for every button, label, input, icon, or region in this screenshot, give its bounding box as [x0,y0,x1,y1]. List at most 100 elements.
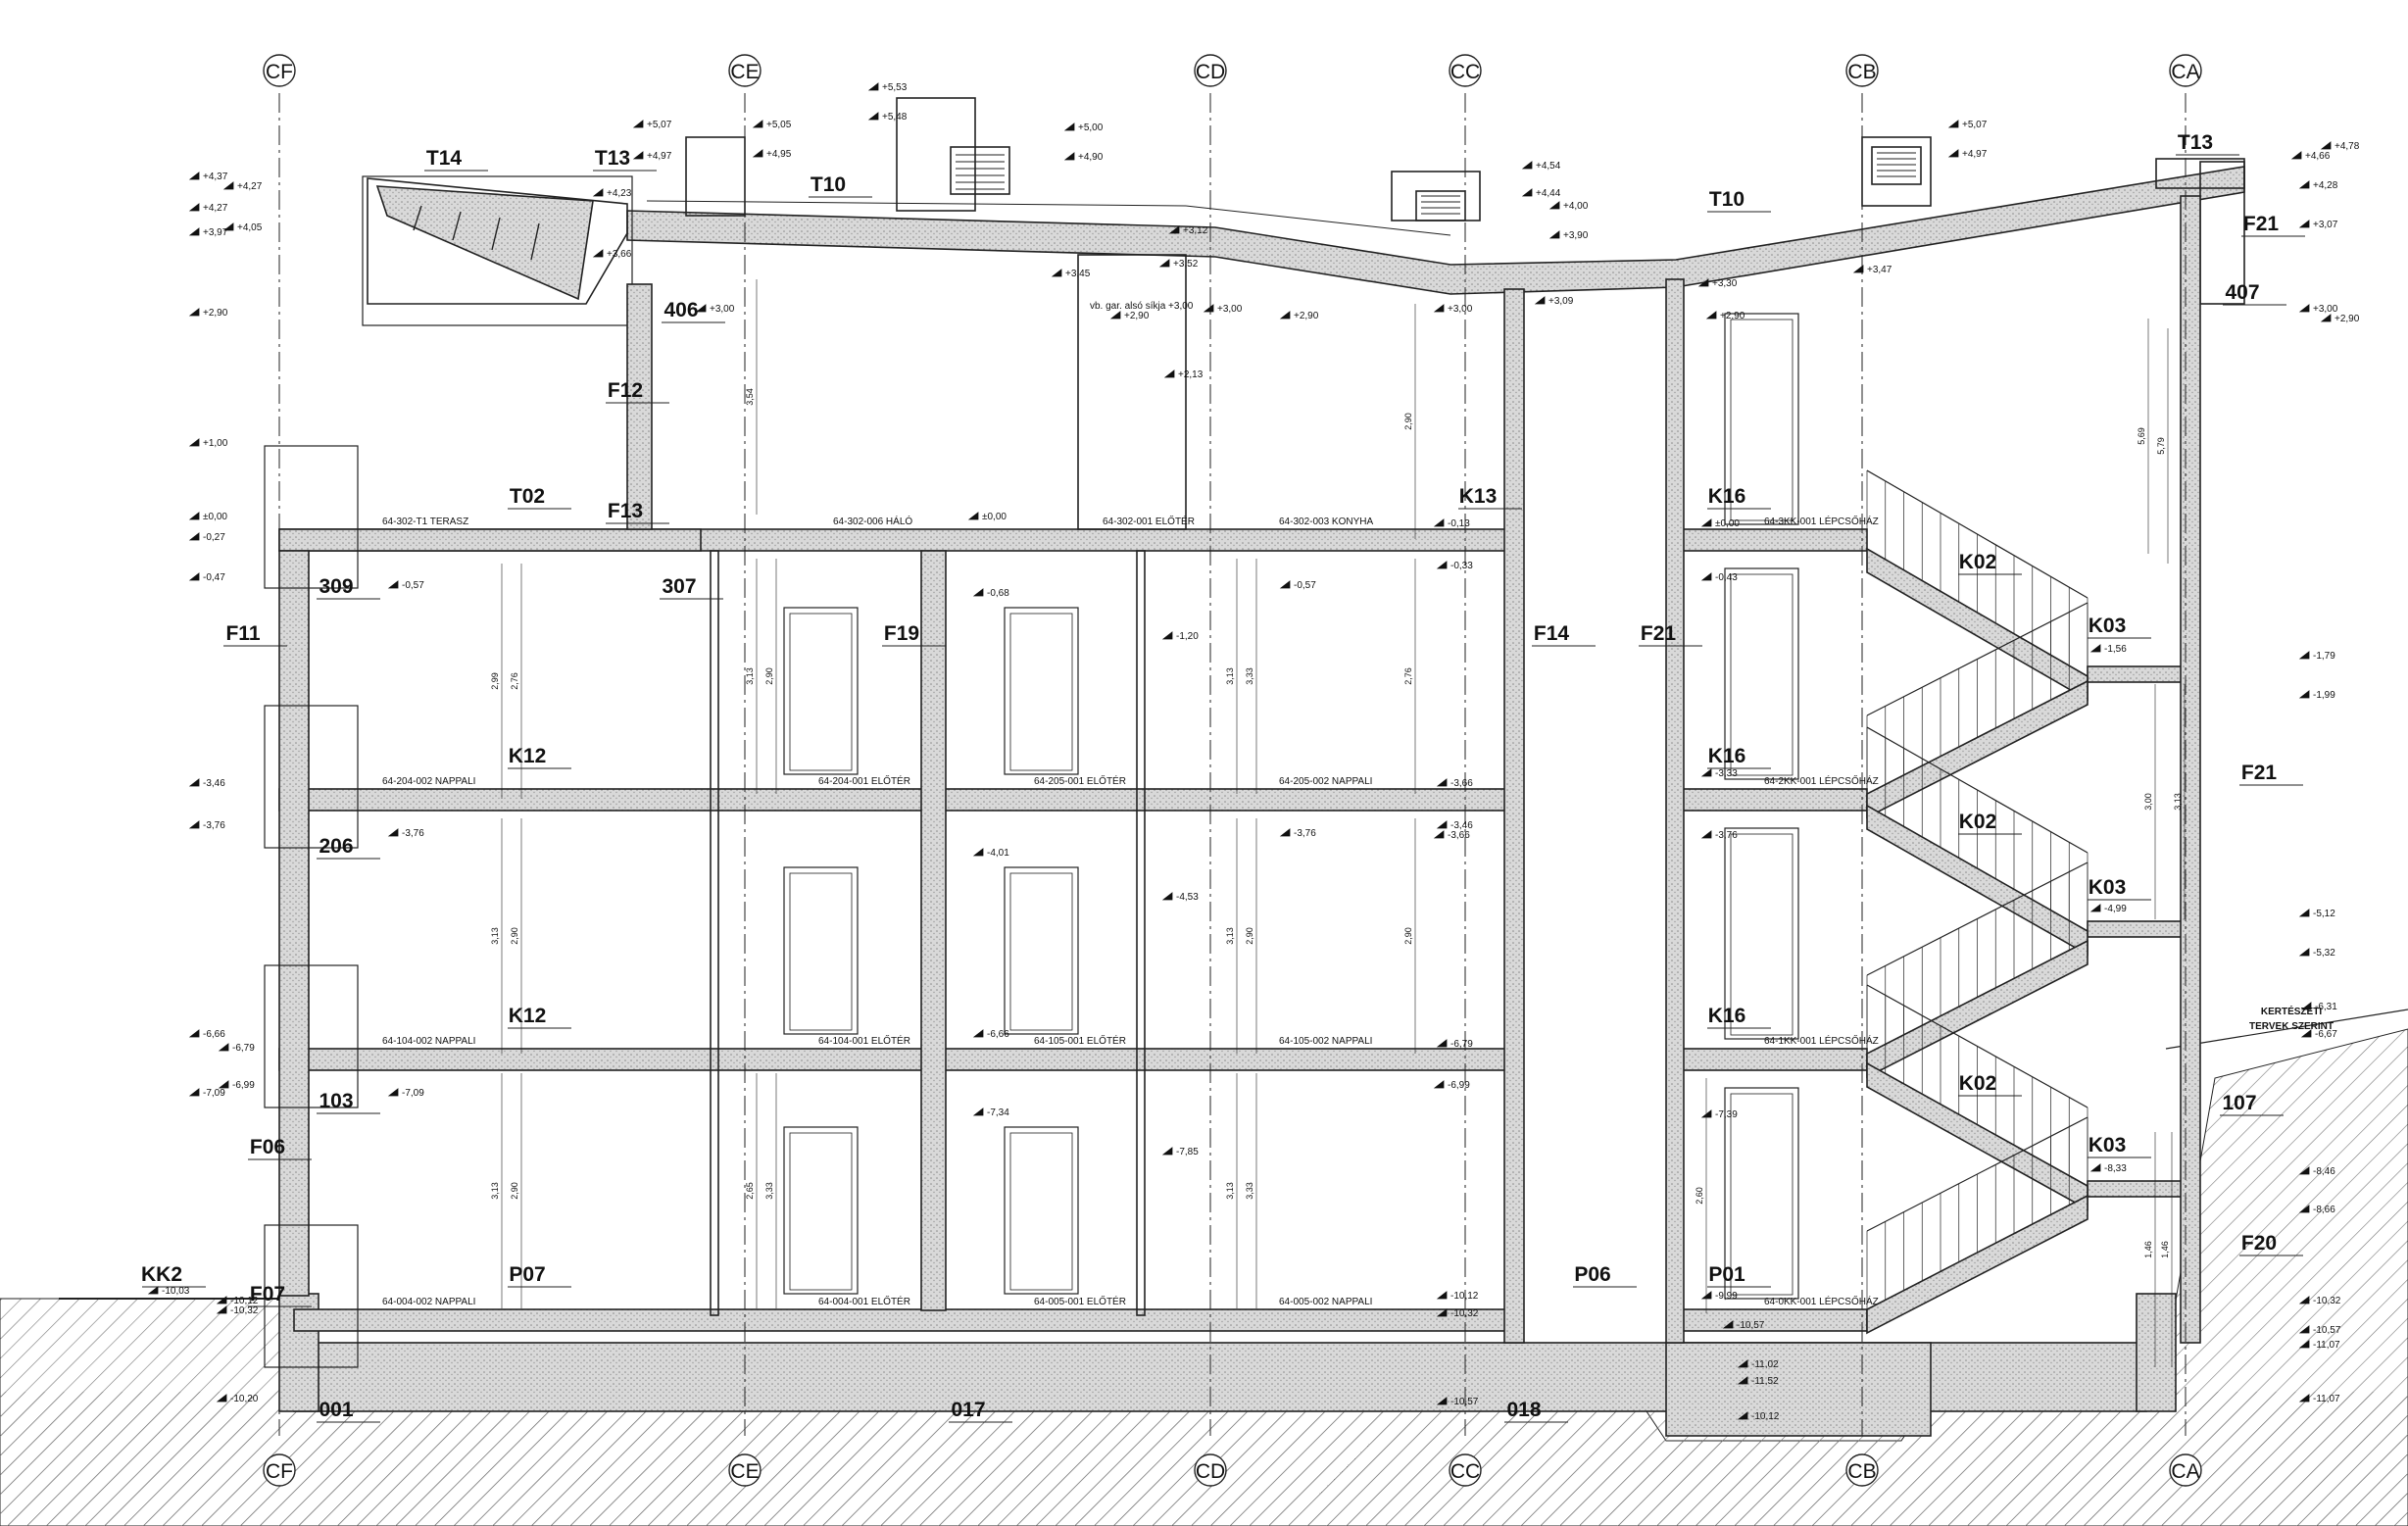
level-marker [2298,304,2310,313]
level-marker [2298,1296,2310,1304]
element-tag: K13 [1459,485,1498,508]
room-label: 64-3KK-001 LÉPCSŐHÁZ [1764,514,1879,527]
canopy-rib [491,217,501,251]
grid-axis-label-top: CE [730,61,759,83]
level-annotation: +4,97 [647,151,672,162]
level-annotation: -11,52 [1751,1376,1779,1387]
grid-axis-label-bottom: CC [1450,1460,1480,1483]
grid-axis-label-bottom: CD [1196,1460,1225,1483]
door-frame [1730,1093,1794,1296]
element-tag: F20 [2241,1232,2277,1255]
level-marker [2298,948,2310,957]
level-marker [967,512,979,520]
level-annotation: -6,79 [1450,1039,1473,1050]
window-frame [264,705,359,849]
element-tag: K03 [2089,1134,2127,1157]
level-marker [188,227,200,236]
level-annotation: -1,99 [2313,690,2335,701]
landing-slab [1680,528,1868,552]
wall-middle [1503,288,1525,1344]
stair-door [1724,827,1799,1040]
room-label: 64-005-002 NAPPALI [1279,1297,1372,1307]
level-marker [1700,1291,1712,1300]
floor-slab [278,788,1520,812]
element-tag: 107 [2222,1092,2256,1114]
level-annotation: ±0,00 [203,512,227,522]
level-marker [752,149,763,158]
level-marker [218,1043,229,1052]
level-marker [2298,1205,2310,1213]
level-annotation: +2,90 [1294,311,1319,321]
level-annotation: +4,95 [766,149,792,160]
level-marker [1436,1291,1448,1300]
element-tag: F14 [1534,622,1570,645]
grid-axis-bubble [2169,54,2202,87]
landing-slab [2087,665,2187,683]
grid-axis-bubble [1845,54,1879,87]
door-frame [1730,833,1794,1036]
level-annotation: +3,90 [1563,230,1589,241]
level-annotation: -7,09 [402,1088,424,1099]
annotation-note: KERTÉSZETI [2261,1005,2322,1017]
level-marker [1436,1039,1448,1048]
door-frame [1009,872,1073,1031]
dimension-text: 2,99 [490,672,500,690]
landing-slab [1680,1308,1868,1332]
element-tag: F12 [608,379,643,402]
element-tag: K02 [1959,551,1997,573]
level-annotation: -10,12 [1450,1291,1479,1302]
level-marker [1433,304,1445,313]
level-annotation: -6,31 [2315,1002,2337,1012]
door [783,607,859,775]
landing-slab [1680,788,1868,812]
level-annotation: +2,90 [1124,311,1150,321]
level-annotation: -7,09 [203,1088,225,1099]
roof-outline [646,200,1187,207]
dimension-text: 2,60 [1695,1187,1704,1205]
level-annotation: -5,32 [2313,948,2335,959]
level-marker [1697,278,1709,287]
level-marker [188,1029,200,1038]
facade-wall-east [2180,195,2201,1344]
level-annotation: -10,20 [230,1394,259,1404]
level-annotation: -6,99 [1448,1080,1470,1091]
landing-slab [2087,920,2187,938]
level-marker [1051,269,1062,277]
door-frame [1009,1132,1073,1291]
level-annotation: +4,00 [1563,201,1589,212]
level-annotation: +3,12 [1183,225,1208,236]
canopy-structure [375,185,594,301]
grid-axis-label-top: CB [1847,61,1876,83]
element-tag: K03 [2089,876,2127,899]
element-tag: T13 [595,147,630,170]
room-label: 64-004-002 NAPPALI [382,1297,475,1307]
level-annotation: -1,56 [2104,644,2127,655]
canopy-rib [452,211,462,241]
level-annotation: -3,76 [1294,828,1316,839]
level-annotation: -0,43 [1715,572,1738,583]
dimension-text: 2,90 [1403,413,1413,430]
level-annotation: +4,97 [1962,149,1988,160]
partition [710,550,719,1316]
level-marker [1158,259,1170,268]
level-annotation: +4,37 [203,172,228,182]
dimension-text: 5,69 [2137,427,2146,445]
level-marker [1433,1080,1445,1089]
level-annotation: +4,23 [607,188,632,199]
grid-axis-bubble [1845,1453,1879,1487]
level-marker [1534,296,1546,305]
dimension-text: 3,13 [2173,793,2183,811]
element-tag: 206 [319,835,353,858]
level-marker [1700,1109,1712,1118]
landing-slab [1680,1048,1868,1071]
partition-upper [1077,254,1187,530]
annotation-note: TERVEK SZERINT [2249,1021,2334,1032]
level-annotation: +4,28 [2313,180,2338,191]
wall-upper-west [626,283,653,530]
level-annotation: +1,00 [203,438,228,449]
dimension-text: 2,90 [1403,927,1413,945]
room-label: 64-302-003 KONYHA [1279,517,1373,527]
level-marker [218,1080,229,1089]
level-annotation: -1,79 [2313,651,2335,662]
